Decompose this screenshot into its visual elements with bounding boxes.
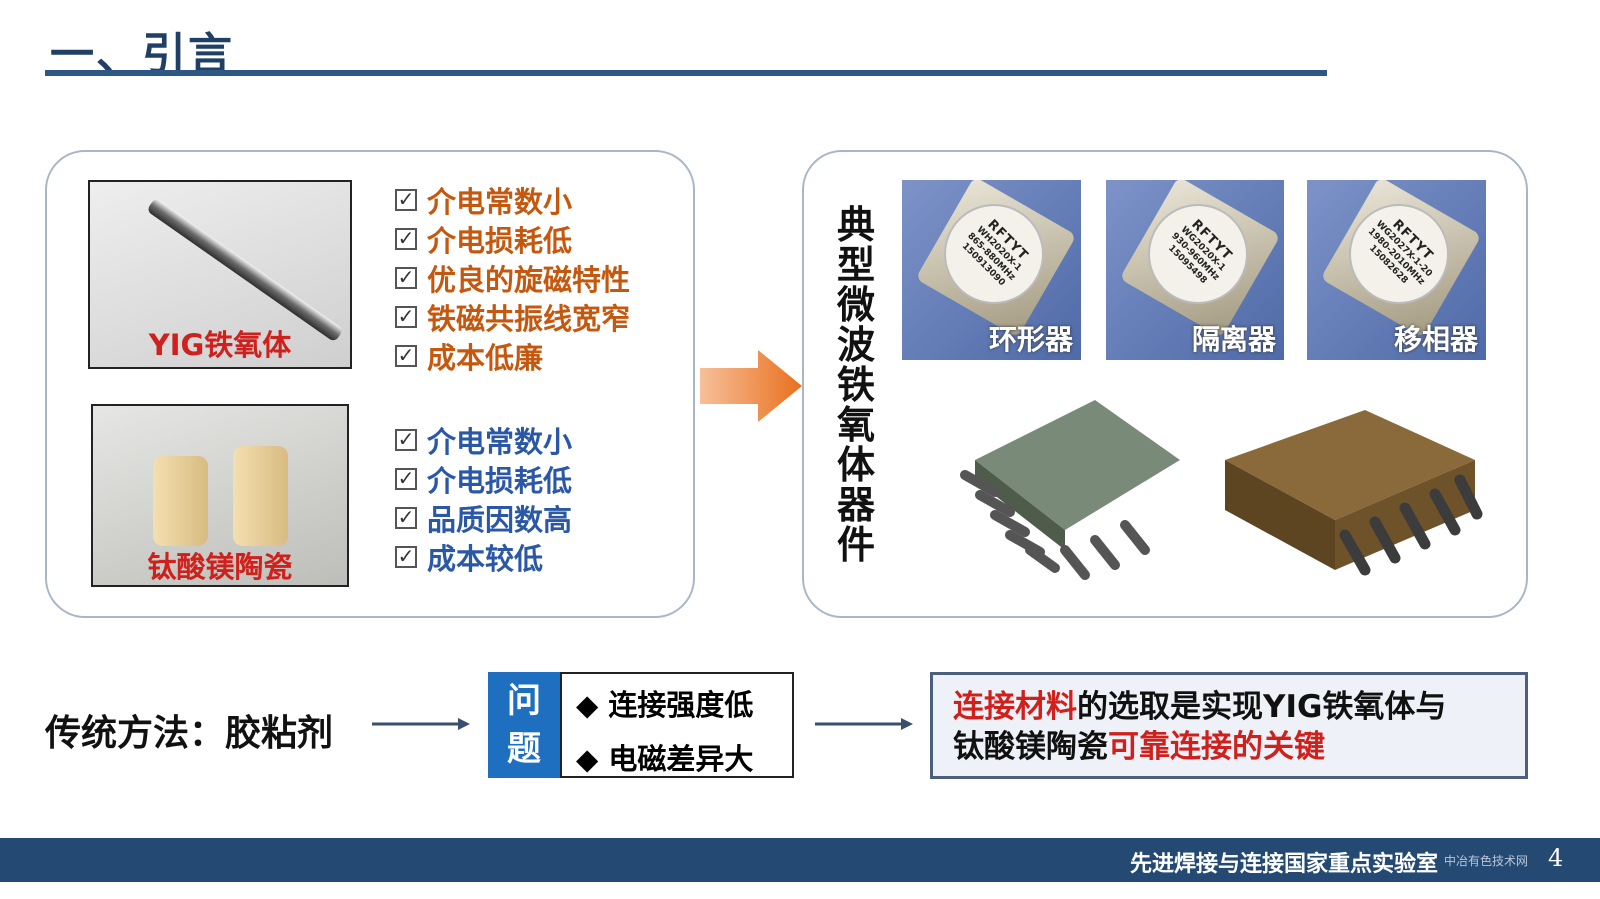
checkbox-icon: ✓ — [395, 189, 417, 211]
ceramic-cylinder — [153, 456, 208, 546]
isolator-label: 隔离器 — [1191, 323, 1276, 356]
conclusion-highlight: 连接材料 — [953, 689, 1077, 725]
yig-rod-photo: YIG铁氧体 — [88, 180, 352, 369]
item-text: 介电常数小 — [427, 185, 573, 219]
arrow-right-icon — [372, 718, 470, 730]
diamond-bullet-icon: ◆ — [576, 688, 599, 722]
phase-shifter-label: 移相器 — [1393, 323, 1478, 356]
checkbox-icon: ✓ — [395, 228, 417, 250]
ceramic-label: 钛酸镁陶瓷 — [147, 550, 293, 584]
circulator-label: 环形器 — [988, 323, 1073, 356]
item-text: 成本低廉 — [427, 341, 544, 375]
checkbox-icon: ✓ — [395, 267, 417, 289]
checkbox-icon: ✓ — [395, 429, 417, 451]
circulator-photo: RFTYT WH2020X-1 865-880MHz 150913090 环形器 — [902, 180, 1081, 360]
conclusion-text: 钛酸镁陶瓷 — [953, 729, 1108, 765]
title-underline — [45, 70, 1327, 76]
problem-item: ◆ 连接强度低 — [576, 682, 753, 724]
list-item: ✓ 介电损耗低 — [395, 220, 630, 258]
traditional-method: 传统方法：胶粘剂 — [45, 713, 334, 754]
problem-label: 问题 — [488, 672, 560, 778]
item-text: 优良的旋磁特性 — [427, 263, 631, 297]
conclusion-box: 连接材料的选取是实现YIG铁氧体与 钛酸镁陶瓷可靠连接的关键 — [930, 672, 1528, 779]
ferrite-array-photo — [960, 400, 1180, 580]
item-text: 介电常数小 — [427, 425, 573, 459]
device-label-disc: RFTYT WG2020X-1 930-960MHz 15095498 — [1148, 204, 1248, 304]
devices-title: 典型微波铁氧体器件 — [836, 203, 875, 567]
conclusion-text: 的选取是实现YIG铁氧体与 — [1077, 689, 1447, 725]
list-item: ✓ 成本低廉 — [395, 337, 630, 375]
item-text: 成本较低 — [427, 542, 544, 576]
footer-bar: 先进焊接与连接国家重点实验室 中冶有色技术网 4 — [0, 838, 1600, 882]
orange-arrow-icon — [700, 350, 802, 422]
page-number: 4 — [1548, 844, 1564, 872]
item-text: 介电损耗低 — [427, 464, 573, 498]
phase-shifter-photo: RFTYT WG2027X-1-20 1980-2010MHz 15082628… — [1307, 180, 1486, 360]
yig-properties-list: ✓ 介电常数小 ✓ 介电损耗低 ✓ 优良的旋磁特性 ✓ 铁磁共振线宽窄 ✓ 成本低廉 — [395, 181, 630, 375]
list-item: ✓ 优良的旋磁特性 — [395, 259, 630, 297]
device-label-disc: RFTYT WH2020X-1 865-880MHz 150913090 — [944, 204, 1044, 304]
item-text: 品质因数高 — [427, 503, 573, 537]
isolator-photo: RFTYT WG2020X-1 930-960MHz 15095498 隔离器 — [1106, 180, 1284, 360]
checkbox-icon: ✓ — [395, 546, 417, 568]
checkbox-icon: ✓ — [395, 507, 417, 529]
conclusion-highlight: 可靠连接的关键 — [1108, 729, 1325, 765]
checkbox-icon: ✓ — [395, 345, 417, 367]
list-item: ✓ 介电常数小 — [395, 421, 572, 459]
item-text: 介电损耗低 — [427, 224, 573, 258]
list-item: ✓ 介电常数小 — [395, 181, 630, 219]
checkbox-icon: ✓ — [395, 468, 417, 490]
list-item: ✓ 品质因数高 — [395, 499, 572, 537]
ceramic-photo: 钛酸镁陶瓷 — [91, 404, 349, 587]
watermark-logo: 中冶有色技术网 — [1444, 854, 1529, 868]
checkbox-icon: ✓ — [395, 306, 417, 328]
yig-rod — [146, 197, 344, 343]
problem-text: 电磁差异大 — [608, 742, 754, 776]
list-item: ✓ 铁磁共振线宽窄 — [395, 298, 630, 336]
item-text: 铁磁共振线宽窄 — [427, 302, 631, 336]
ferrite-module-photo — [1225, 410, 1483, 576]
problem-text: 连接强度低 — [608, 688, 754, 722]
arrow-right-icon — [815, 718, 913, 730]
ceramic-cylinder — [233, 446, 288, 546]
problems-box: ◆ 连接强度低 ◆ 电磁差异大 — [560, 672, 794, 778]
diamond-bullet-icon: ◆ — [576, 742, 599, 776]
ceramic-properties-list: ✓ 介电常数小 ✓ 介电损耗低 ✓ 品质因数高 ✓ 成本较低 — [395, 421, 572, 576]
list-item: ✓ 介电损耗低 — [395, 460, 572, 498]
problem-item: ◆ 电磁差异大 — [576, 736, 753, 778]
yig-label: YIG铁氧体 — [148, 328, 292, 362]
device-label-disc: RFTYT WG2027X-1-20 1980-2010MHz 15082628 — [1349, 204, 1449, 304]
lab-name: 先进焊接与连接国家重点实验室 — [1130, 851, 1439, 877]
list-item: ✓ 成本较低 — [395, 538, 572, 576]
